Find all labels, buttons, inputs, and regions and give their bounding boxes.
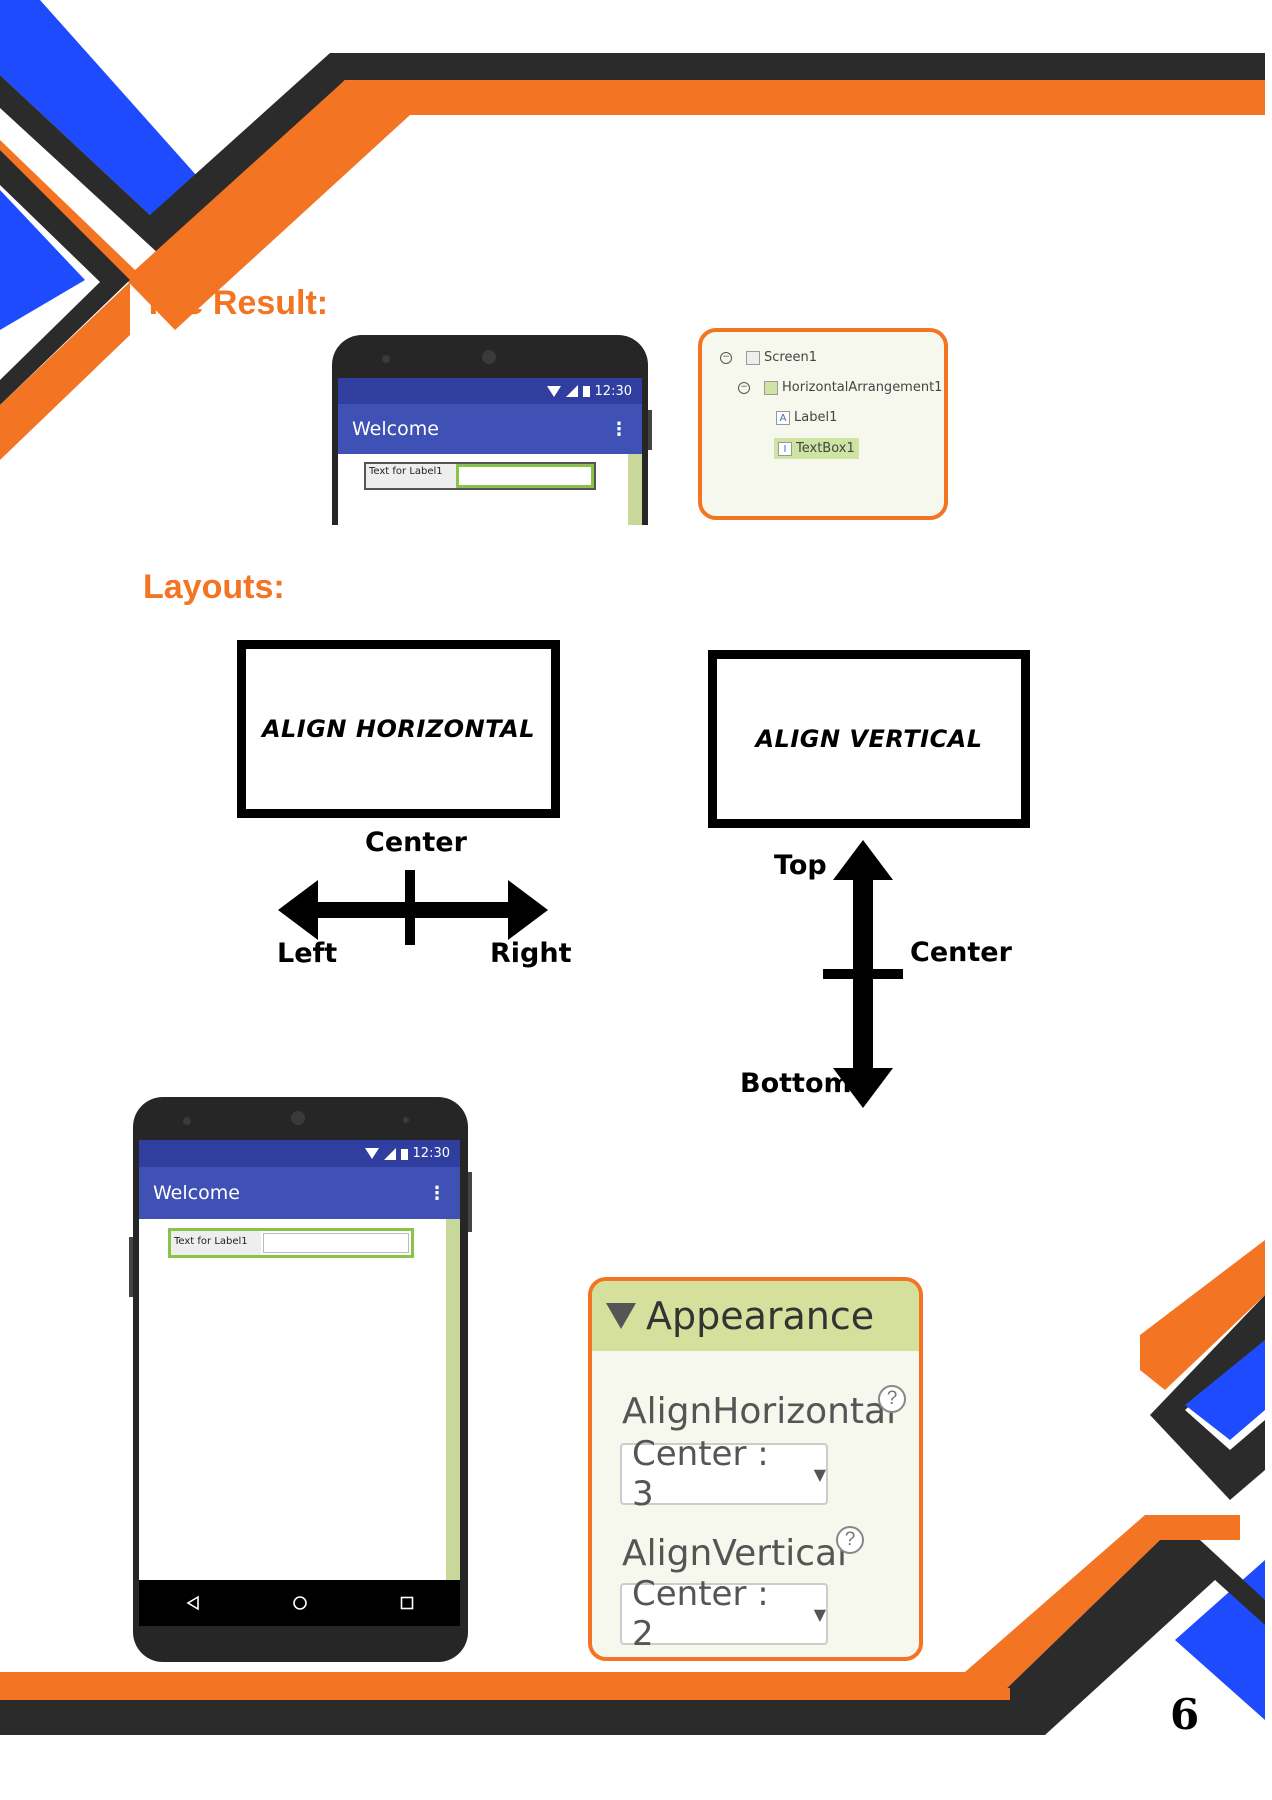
collapse-icon[interactable]: −: [720, 351, 732, 364]
align-vertical-title: ALIGN VERTICAL: [755, 725, 983, 753]
align-vertical-center-label: Center: [910, 937, 1012, 968]
overflow-menu-icon[interactable]: ⋮: [610, 418, 628, 440]
label1-preview: Text for Label1: [366, 464, 456, 488]
align-vertical-box: ALIGN VERTICAL: [708, 650, 1030, 828]
align-vertical-bottom-label: Bottom: [740, 1068, 852, 1099]
dropdown-caret-icon: ▼: [813, 1604, 826, 1624]
recents-icon[interactable]: [399, 1595, 415, 1611]
status-time: 12:30: [594, 383, 632, 399]
align-vertical-select[interactable]: Center : 2 ▼: [620, 1574, 828, 1654]
collapse-triangle-icon[interactable]: [606, 1303, 636, 1329]
status-bar: 12:30: [139, 1140, 460, 1167]
dropdown-caret-icon: ▼: [813, 1464, 826, 1484]
overflow-menu-icon[interactable]: ⋮: [428, 1182, 446, 1204]
wifi-icon: [364, 1148, 379, 1159]
tree-item-textbox1[interactable]: I TextBox1: [774, 438, 859, 459]
signal-icon: [565, 385, 578, 397]
navigation-bar: [139, 1580, 460, 1626]
tree-item-screen1[interactable]: − Screen1: [720, 350, 817, 365]
textbox1-preview[interactable]: [456, 464, 594, 488]
phone-sensor: [183, 1117, 191, 1125]
label1-preview: Text for Label1: [171, 1231, 261, 1255]
home-icon[interactable]: [292, 1595, 308, 1611]
tree-item-horizontalarrangement1[interactable]: − HorizontalArrangement1: [738, 380, 942, 395]
vertical-double-arrow-icon: [823, 840, 903, 1108]
horizontal-arrangement: Text for Label1: [168, 1228, 414, 1258]
phone-preview-bottom: 12:30 Welcome ⋮ Text for Label1: [129, 1097, 472, 1662]
align-vertical-property-label: AlignVertical: [622, 1533, 848, 1574]
phone-sensor: [382, 355, 390, 363]
phone-camera: [482, 350, 496, 364]
side-button-left: [129, 1237, 133, 1297]
battery-icon: [582, 386, 590, 397]
phone-sensor-right: [403, 1117, 409, 1123]
page-number: 6: [1170, 1690, 1200, 1739]
align-vertical-top-label: Top: [774, 850, 827, 881]
side-button-right: [468, 1172, 472, 1232]
result-heading: The Result:: [143, 284, 329, 322]
horizontal-double-arrow-icon: [278, 870, 548, 945]
status-time: 12:30: [412, 1146, 450, 1161]
status-bar: 12:30: [338, 378, 642, 404]
textbox1-preview[interactable]: [263, 1233, 409, 1253]
align-horizontal-value: Center : 3: [632, 1434, 769, 1514]
label-icon: A: [776, 410, 790, 425]
align-horizontal-title: ALIGN HORIZONTAL: [261, 715, 536, 743]
help-icon[interactable]: ?: [878, 1385, 906, 1413]
appearance-panel: Appearance AlignHorizontal ? Center : 3 …: [588, 1277, 923, 1661]
appearance-header[interactable]: Appearance: [592, 1281, 919, 1351]
align-horizontal-center-label: Center: [365, 827, 467, 858]
scroll-track: [446, 1219, 460, 1580]
components-tree: − Screen1 − HorizontalArrangement1 A Lab…: [698, 328, 948, 520]
align-horizontal-select[interactable]: Center : 3 ▼: [620, 1434, 828, 1514]
align-horizontal-box: ALIGN HORIZONTAL: [237, 640, 560, 818]
align-horizontal-left-label: Left: [277, 938, 338, 969]
scroll-track: [628, 454, 642, 525]
wifi-icon: [546, 385, 561, 397]
app-bar: Welcome ⋮: [139, 1167, 460, 1219]
appearance-title: Appearance: [646, 1294, 875, 1338]
help-icon[interactable]: ?: [836, 1526, 864, 1554]
layouts-heading: Layouts:: [143, 568, 285, 606]
screen-icon: [746, 350, 760, 365]
signal-icon: [383, 1147, 396, 1160]
arrangement-icon: [764, 380, 778, 395]
side-button: [648, 410, 652, 450]
collapse-icon[interactable]: −: [738, 381, 750, 394]
battery-icon: [400, 1148, 408, 1160]
phone-camera: [291, 1111, 305, 1125]
tree-item-label1[interactable]: A Label1: [776, 410, 837, 425]
horizontal-arrangement: Text for Label1: [364, 462, 596, 490]
back-icon[interactable]: [185, 1595, 201, 1611]
textbox-icon: I: [778, 441, 792, 456]
align-vertical-value: Center : 2: [632, 1574, 769, 1654]
phone-screen: 12:30 Welcome ⋮ Text for Label1: [338, 378, 642, 525]
app-title: Welcome: [153, 1182, 240, 1204]
phone-preview-top: 12:30 Welcome ⋮ Text for Label1: [332, 335, 652, 525]
app-title: Welcome: [352, 418, 439, 440]
align-horizontal-right-label: Right: [490, 938, 572, 969]
phone-screen: 12:30 Welcome ⋮ Text for Label1: [139, 1140, 460, 1580]
align-horizontal-property-label: AlignHorizontal: [622, 1391, 897, 1432]
app-bar: Welcome ⋮: [338, 404, 642, 454]
